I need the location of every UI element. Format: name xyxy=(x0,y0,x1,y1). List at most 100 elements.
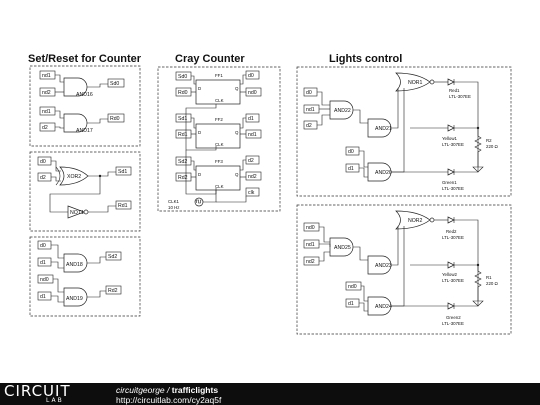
svg-text:LTL-307EE: LTL-307EE xyxy=(442,142,464,147)
svg-text:d1: d1 xyxy=(348,166,354,172)
svg-text:nd1: nd1 xyxy=(248,132,257,138)
net-sd0: Sd0 xyxy=(110,81,119,87)
section-title-set-reset: Set/Reset for Counter xyxy=(28,53,142,65)
svg-text:d1: d1 xyxy=(348,301,354,307)
svg-text:Q: Q xyxy=(235,86,239,91)
svg-text:Sd0: Sd0 xyxy=(178,74,187,80)
section-title-lights-control: Lights control xyxy=(329,53,402,65)
and18-gate xyxy=(63,253,88,273)
net-d0: d0 xyxy=(40,159,46,165)
svg-text:Q: Q xyxy=(235,172,239,177)
led-yellow2-label: Yellow2 xyxy=(442,272,458,277)
ff2-label: FF2 xyxy=(215,117,223,122)
resistor-r1-label: R1 xyxy=(486,275,492,280)
section-title-gray-counter: Cray Counter xyxy=(175,53,245,65)
and25-label: AND25 xyxy=(334,245,351,251)
led-green1-label: Green1 xyxy=(442,180,457,185)
svg-text:d1: d1 xyxy=(248,116,254,122)
net-sd2: Sd2 xyxy=(108,254,117,260)
and21-label: AND21 xyxy=(375,126,392,132)
svg-text:nd1: nd1 xyxy=(306,242,315,248)
ff2-block xyxy=(195,123,241,149)
circuitlab-logo[interactable]: CIRCUIT LAB xyxy=(4,382,71,405)
and17-label: AND17 xyxy=(76,128,93,134)
author-line: circuitgeorge / trafficlights xyxy=(116,385,219,395)
svg-text:nd0: nd0 xyxy=(248,90,257,96)
set-reset-group-1: AND16 AND17 nd1 nd2 nd1 d2 Sd0 Rd0 xyxy=(29,65,141,147)
svg-text:LTL-307EE: LTL-307EE xyxy=(442,321,464,326)
resistor-r2-label: R2 xyxy=(486,138,492,143)
nor1-label: NOR1 xyxy=(408,80,423,86)
author-link[interactable]: circuitgeorge xyxy=(116,385,165,395)
svg-text:d0: d0 xyxy=(348,149,354,155)
and18-label: AND18 xyxy=(66,262,83,268)
led-green2-label: Green2 xyxy=(446,315,461,320)
svg-text:clk: clk xyxy=(248,190,255,196)
project-url[interactable]: http://circuitlab.com/cy2aq5f xyxy=(116,395,222,405)
project-link[interactable]: trafficlights xyxy=(171,385,219,395)
lights-group-1: NOR1 AND22 AND21 AND20 d0 nd1 d2 d0 d1 R… xyxy=(296,66,512,197)
and22-gate xyxy=(329,100,354,120)
net-d1: d1 xyxy=(40,294,46,300)
svg-text:LTL-307EE: LTL-307EE xyxy=(449,94,471,99)
svg-text:CLK: CLK xyxy=(215,142,224,147)
net-d1: d1 xyxy=(40,260,46,266)
net-nd2: nd2 xyxy=(42,90,51,96)
circuit-schematic: Set/Reset for Counter Cray Counter Light… xyxy=(28,53,512,335)
and23-gate xyxy=(367,255,392,275)
not1-gate xyxy=(67,205,85,219)
set-reset-group-3: AND18 AND19 d0 d1 nd0 d1 Sd2 Rd2 xyxy=(29,236,141,317)
nor2-gate xyxy=(395,210,431,230)
nor1-gate xyxy=(395,72,431,92)
and21-gate xyxy=(367,118,392,138)
svg-text:Q: Q xyxy=(235,130,239,135)
svg-text:nd0: nd0 xyxy=(306,225,315,231)
footer-bar: CIRCUIT LAB circuitgeorge / trafficlight… xyxy=(0,383,540,405)
and16-gate xyxy=(63,77,88,97)
svg-text:Sd1: Sd1 xyxy=(178,116,187,122)
svg-text:220 Ω: 220 Ω xyxy=(486,144,499,149)
clock-frequency: 10 Hz xyxy=(168,205,179,210)
ff1-block xyxy=(195,79,241,105)
svg-text:LTL-307EE: LTL-307EE xyxy=(442,235,464,240)
svg-text:D: D xyxy=(198,130,201,135)
svg-text:d2: d2 xyxy=(248,158,254,164)
led-red2-label: Red2 xyxy=(446,229,457,234)
svg-text:CLK: CLK xyxy=(215,184,224,189)
net-d2: d2 xyxy=(42,125,48,131)
ff3-block xyxy=(195,165,241,191)
svg-text:nd1: nd1 xyxy=(306,107,315,113)
svg-text:Rd2: Rd2 xyxy=(178,175,188,181)
net-rd2: Rd2 xyxy=(108,288,118,294)
svg-text:220 Ω: 220 Ω xyxy=(486,281,499,286)
nor2-label: NOR2 xyxy=(408,218,423,224)
ff1-label: FF1 xyxy=(215,73,223,78)
xor2-gate xyxy=(59,166,89,186)
svg-text:d0: d0 xyxy=(248,73,254,79)
and24-label: AND24 xyxy=(375,304,392,310)
and22-label: AND22 xyxy=(334,108,351,114)
set-reset-group-2: XOR2 d0 d2 Sd1 NOT1 Rd1 xyxy=(29,151,141,232)
net-d2: d2 xyxy=(40,175,46,181)
gray-counter-group: FF1 D Q CLK FF2 D Q CLK FF3 D Q CLK Sd0 … xyxy=(157,66,281,212)
and16-label: AND16 xyxy=(76,92,93,98)
net-nd1: nd1 xyxy=(42,109,51,115)
svg-text:Rd0: Rd0 xyxy=(178,90,188,96)
net-d0: d0 xyxy=(40,243,46,249)
svg-text:Sd2: Sd2 xyxy=(178,159,187,165)
and23-label: AND23 xyxy=(375,263,392,269)
led-red1-label: Red1 xyxy=(449,88,460,93)
and25-gate xyxy=(329,237,354,257)
net-nd0: nd0 xyxy=(40,277,49,283)
svg-text:nd2: nd2 xyxy=(248,174,257,180)
svg-text:LTL-307EE: LTL-307EE xyxy=(442,278,464,283)
svg-text:D: D xyxy=(198,172,201,177)
svg-text:LTL-307EE: LTL-307EE xyxy=(442,186,464,191)
svg-text:Rd1: Rd1 xyxy=(178,132,188,138)
net-nd1: nd1 xyxy=(42,73,51,79)
ff3-label: FF3 xyxy=(215,159,223,164)
led-yellow1-label: Yellow1 xyxy=(442,136,458,141)
net-rd0: Rd0 xyxy=(110,116,120,122)
and20-label: AND20 xyxy=(375,170,392,176)
net-rd1: Rd1 xyxy=(118,203,128,209)
